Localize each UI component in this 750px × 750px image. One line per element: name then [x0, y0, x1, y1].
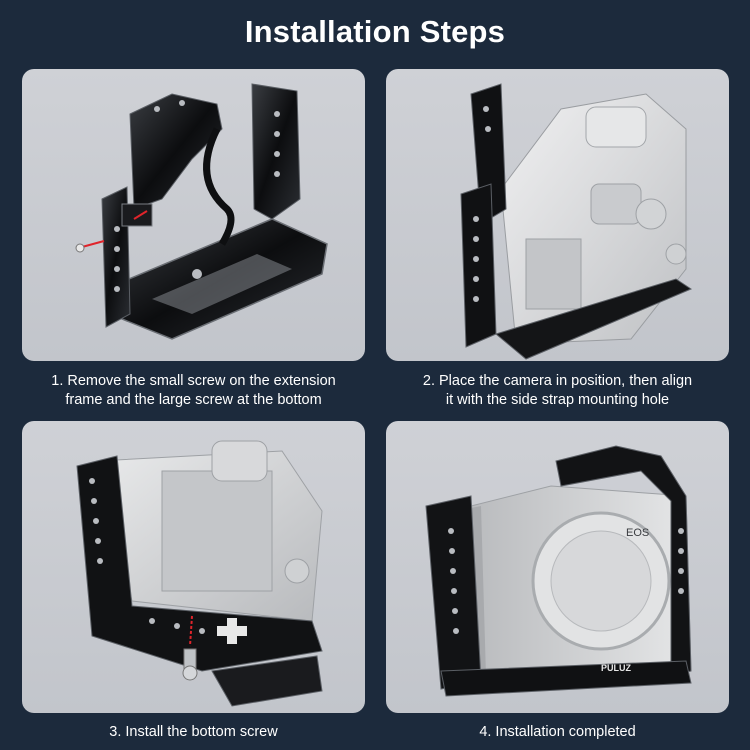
step-3-caption: 3. Install the bottom screw [22, 723, 365, 742]
installed-cage-illustration: EOS PULUZ [425, 445, 692, 697]
brand-mark: PULUZ [601, 663, 631, 673]
step-1-image [22, 69, 365, 361]
caption-line: 2. Place the camera in position, then al… [422, 373, 693, 389]
camera-cage-illustration [75, 83, 328, 340]
caption-line: it with the side strap mounting hole [445, 392, 670, 408]
bottom-screw-illustration [76, 440, 323, 707]
step-4-caption: 4. Installation completed [386, 723, 729, 742]
step-1-caption: 1. Remove the small screw on the extensi… [22, 372, 365, 410]
page-title: Installation Steps [244, 14, 506, 49]
step-4-image: EOS PULUZ [386, 421, 729, 713]
step-3-image [22, 421, 365, 713]
caption-line: 4. Installation completed [479, 724, 636, 740]
caption-line: 3. Install the bottom screw [109, 724, 278, 740]
caption-line: frame and the large screw at the bottom [65, 392, 322, 408]
model-mark: EOS [626, 527, 649, 539]
step-2-caption: 2. Place the camera in position, then al… [386, 372, 729, 410]
camera-in-cage-illustration [460, 83, 693, 360]
caption-line: 1. Remove the small screw on the extensi… [51, 373, 336, 389]
step-2-image [386, 69, 729, 361]
